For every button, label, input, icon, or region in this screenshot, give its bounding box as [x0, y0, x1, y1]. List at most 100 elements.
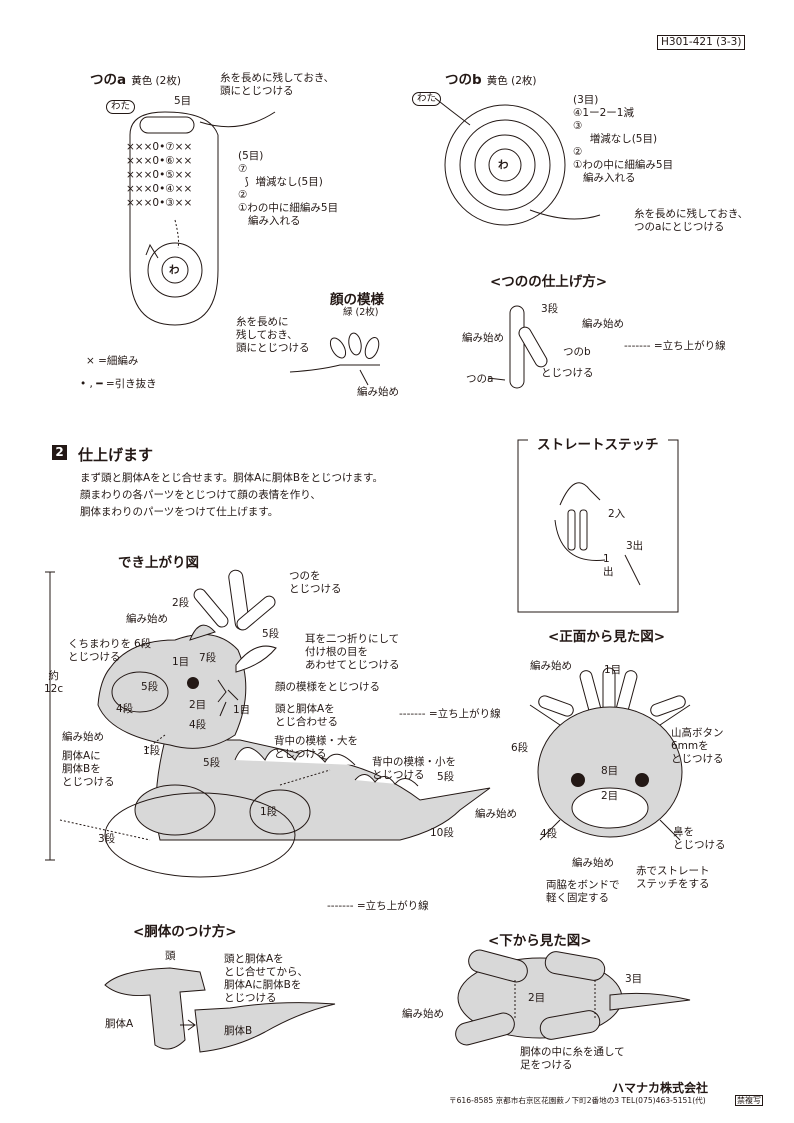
section-number: 2: [52, 445, 67, 460]
horn-a-color: 黄色 (2枚): [131, 75, 181, 87]
company-address: 〒616-8585 京都市右京区花園薮ノ下町2番地の3 TEL(075)463-…: [449, 1096, 706, 1105]
attach-head: 頭: [165, 950, 176, 962]
horn-a-row: ×××0•④××: [126, 183, 193, 195]
lbl-row1: 1段: [143, 745, 161, 757]
face-pattern-note: 糸を長めに 残しておき、 頭にとじつける: [236, 316, 310, 354]
horn-finish-start2: 編み始め: [582, 318, 624, 330]
horn-a-row: ×××0•⑥××: [126, 155, 193, 167]
lbl-head-body: 頭と胴体Aを とじ合わせる: [275, 703, 338, 728]
front-nose: 鼻を とじつける: [673, 826, 726, 851]
legend-sc: × =細編み: [86, 355, 139, 367]
lbl-size: 約 12c: [44, 670, 64, 695]
front-row6: 6段: [511, 742, 529, 754]
stitch-out3: 3出: [626, 540, 644, 552]
front-row4: 4段: [540, 828, 558, 840]
horn-b-title: つのb: [445, 72, 482, 88]
horn-finish-title: <つのの仕上げ方>: [490, 274, 608, 290]
horn-b-center: わ: [498, 159, 509, 171]
horn-a-note: 糸を長めに残しておき、 頭にとじつける: [220, 72, 335, 97]
lbl-row4-text: 4段: [189, 719, 207, 731]
horn-b-heading: つのb 黄色 (2枚): [445, 68, 536, 88]
face-pattern-start: 編み始め: [357, 386, 399, 398]
lbl-row5c: 5段: [203, 757, 221, 769]
lbl-row7: 7段: [199, 652, 217, 664]
lbl-row1b: 1段: [260, 806, 278, 818]
section-title: 仕上げます: [78, 446, 154, 464]
lbl-body-ab: 胴体Aに 胴体Bを とじつける: [62, 750, 115, 788]
horn-a-row: ×××0•③××: [126, 197, 193, 209]
lbl-chain: ------- =立ち上がり線: [399, 708, 501, 720]
stitch-out1: 1 出: [603, 553, 614, 578]
lbl-start-tail: 編み始め: [475, 808, 517, 820]
bottom-chain-legend: ------- =立ち上がり線: [327, 900, 429, 912]
lbl-st1b: 1目: [233, 704, 251, 716]
horn-a-row: ×××0•⑤××: [126, 169, 193, 181]
front-st8: 8目: [601, 765, 619, 777]
front-st2: 2目: [601, 790, 619, 802]
lbl-st1: 1目: [172, 656, 190, 668]
section-line: 胴体まわりのパーツをつけて仕上げます。: [80, 506, 279, 518]
front-start2: 編み始め: [572, 857, 614, 869]
front-red: 赤でストレート ステッチをする: [636, 865, 710, 890]
section-body: まず頭と胴体Aをとじ合せます。胴体Aに胴体Bをとじつけます。 顔まわりの各パーツ…: [80, 470, 383, 521]
horn-finish-row3: 3段: [541, 303, 559, 315]
horn-finish-chain: ------- =立ち上がり線: [624, 340, 726, 352]
horn-a-wata: わた: [106, 100, 136, 114]
lbl-st2: 2目: [189, 699, 207, 711]
pattern-code: H301-421 (3-3): [657, 35, 746, 50]
face-pattern-title: 顔の模様: [330, 292, 384, 308]
horn-a-rows: ×××0•⑦×× ×××0•⑥×× ×××0•⑤×× ×××0•④×× ×××0…: [126, 140, 192, 210]
bottom-st3: 3目: [625, 973, 643, 985]
company-name: ハマナカ株式会社: [612, 1081, 709, 1095]
lbl-face-pattern: 顔の模様をとじつける: [275, 681, 380, 693]
lbl-row4: 4段: [116, 703, 134, 715]
section-line: まず頭と胴体Aをとじ合せます。胴体Aに胴体Bをとじつけます。: [80, 472, 383, 484]
front-st1: 1目: [604, 664, 622, 676]
horn-finish-horn-b: つのb: [563, 346, 591, 358]
lbl-row5d: 5段: [437, 771, 455, 783]
horn-a-center: わ: [169, 264, 180, 276]
horn-b-wata: わた: [412, 92, 442, 106]
horn-b-note: 糸を長めに残しておき、 つのaにとじつける: [634, 208, 749, 233]
attach-note: 頭と胴体Aを とじ合せてから、 胴体Aに胴体Bを とじつける: [224, 953, 308, 1004]
attach-title: <胴体のつけ方>: [133, 924, 237, 940]
horn-a-steps: (5目) ⑦ ⟆ 増減なし(5目) ② ①わの中に細編み5目 編み入れる: [238, 150, 339, 227]
straight-stitch-title: ストレートステッチ: [533, 433, 663, 453]
bottom-st2: 2目: [528, 992, 546, 1004]
lbl-row2: 2段: [172, 597, 190, 609]
horn-b-color: 黄色 (2枚): [486, 75, 537, 87]
section-line: 顔まわりの各パーツをとじつけて顔の表情を作り、: [80, 489, 321, 501]
lbl-row4b: 4段: [189, 719, 206, 732]
horn-finish-start1: 編み始め: [462, 332, 504, 344]
copy-prohibited-stamp: 禁複写: [735, 1095, 763, 1106]
lbl-ear: 耳を二つ折りにして 付け根の目を あわせてとじつける: [305, 633, 400, 671]
lbl-chain-text: =立ち上がり線: [428, 708, 501, 720]
horn-a-row: ×××0•⑦××: [126, 141, 193, 153]
front-glue: 両脇をボンドで 軽く固定する: [546, 879, 620, 904]
lbl-row3: 3段: [98, 833, 116, 845]
horn-finish-horn-a: つのa: [466, 373, 494, 385]
lbl-horns: つのを とじつける: [289, 570, 342, 595]
front-eye: 山高ボタン 6mmを とじつける: [671, 727, 724, 765]
stitch-in2: 2入: [608, 508, 626, 520]
lbl-mouth: くちまわりを とじつける: [68, 638, 131, 663]
horn-a-title: つのa: [90, 72, 127, 88]
horn-a-heading: つのa 黄色 (2枚): [90, 68, 181, 88]
lbl-start-top: 編み始め: [126, 613, 168, 625]
lbl-row10: 10段: [430, 827, 454, 839]
lbl-row5b: 5段: [141, 681, 159, 693]
bottom-title: <下から見た図>: [488, 933, 592, 949]
lbl-start-left: 編み始め: [62, 731, 104, 743]
lbl-row6: 6段: [134, 638, 152, 650]
face-pattern-count: 緑 (2枚): [343, 307, 379, 318]
horn-a-top-count: 5目: [174, 95, 192, 107]
bottom-chain-text: =立ち上がり線: [356, 900, 429, 912]
